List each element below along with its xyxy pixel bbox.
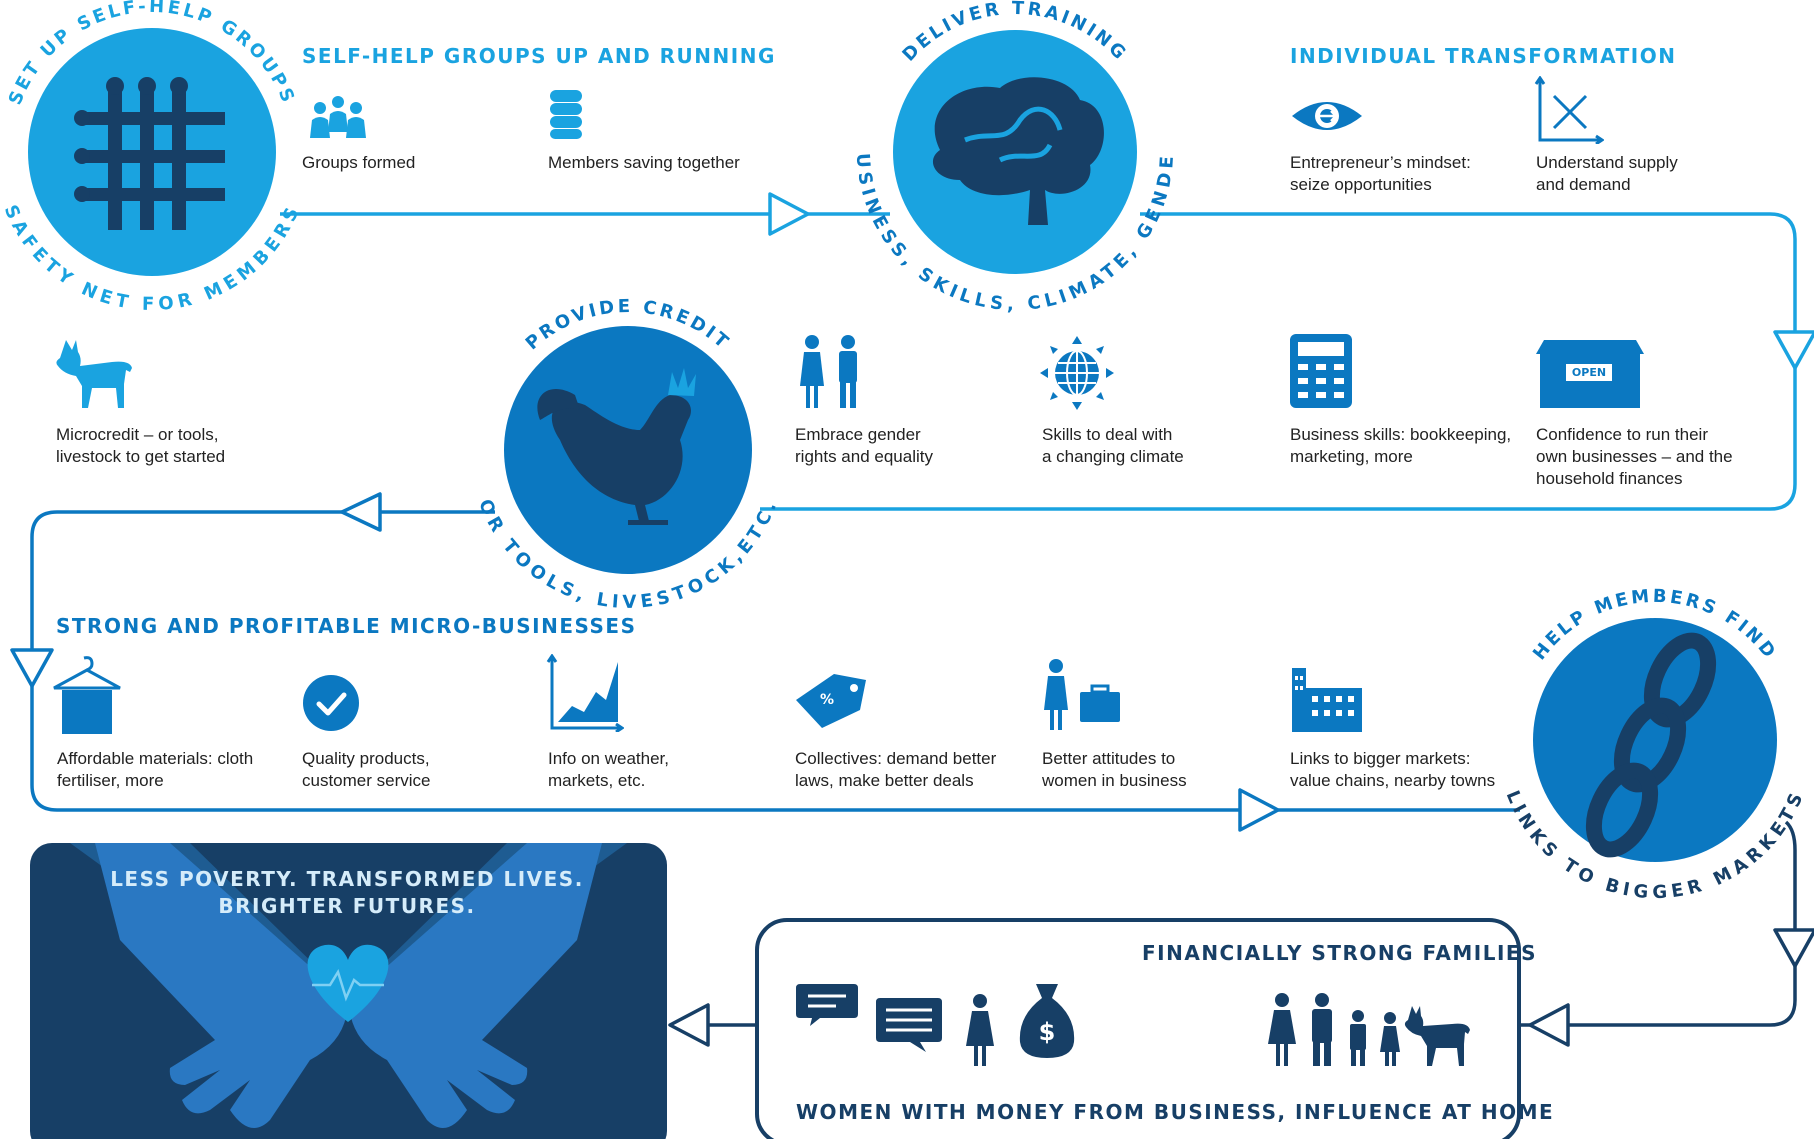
globe-icon	[1040, 336, 1114, 410]
check-badge-icon	[303, 675, 359, 731]
row2-item-4-text: Business skills: bookkeeping, marketing,…	[1290, 425, 1512, 466]
grid-hands-icon	[74, 77, 225, 230]
rooster-icon	[537, 368, 696, 525]
individual-item-2-text: Understand supply and demand	[1536, 153, 1678, 194]
price-tag-icon: %	[794, 672, 868, 728]
row2-item-5-text: Confidence to run their own businesses –…	[1536, 425, 1733, 488]
flow-arrow-right-2	[1238, 788, 1280, 832]
row2-item-2-text: Embrace gender rights and equality	[795, 425, 933, 466]
self-help-circle: SET UP SELF-HELP GROUPS SAFETY NET FOR M…	[0, 0, 301, 315]
tag-percent-text: %	[820, 692, 835, 708]
supply-demand-icon	[1534, 76, 1604, 144]
area-chart-icon	[546, 654, 624, 732]
woman-icon	[966, 994, 994, 1066]
groups-item-1-text: Groups formed	[302, 153, 416, 172]
outcome-title-line-1: LESS POVERTY. TRANSFORMED LIVES.	[110, 867, 584, 891]
eye-icon	[1292, 102, 1362, 130]
micro-item-1-text: Affordable materials: cloth fertiliser, …	[57, 749, 254, 790]
brain-icon	[932, 77, 1104, 226]
chain-icon	[1585, 632, 1717, 858]
row2-item-3-text: Skills to deal with a changing climate	[1042, 425, 1184, 466]
individual-item-1-text: Entrepreneur’s mindset: seize opportunit…	[1290, 153, 1471, 194]
flow-arrow-left-2	[1528, 1003, 1570, 1047]
money-symbol-text: $	[1038, 1018, 1056, 1046]
outcome-title: LESS POVERTY. TRANSFORMED LIVES. BRIGHTE…	[32, 866, 662, 920]
outcome-title-line-2: BRIGHTER FUTURES.	[218, 894, 476, 918]
micro-item-5-text: Better attitudes to women in business	[1042, 749, 1187, 790]
groups-item-2-text: Members saving together	[548, 153, 740, 172]
money-bag-icon: $	[1018, 982, 1076, 1058]
families-heading: FINANCIALLY STRONG FAMILIES	[1142, 941, 1537, 965]
flow-arrow-down-3	[1773, 928, 1814, 968]
individual-heading: INDIVIDUAL TRANSFORMATION	[1290, 44, 1677, 68]
row2-item-1-text: Microcredit – or tools, livestock to get…	[56, 425, 226, 466]
coin-stack-icon	[550, 90, 582, 139]
micro-item-6-text: Links to bigger markets: value chains, n…	[1290, 749, 1496, 790]
flow-line-4	[1520, 820, 1797, 1027]
family-icon	[1268, 993, 1470, 1066]
woman-briefcase-icon	[1044, 659, 1120, 730]
woman-man-icon	[800, 335, 857, 408]
flow-arrow-down-2	[10, 648, 54, 688]
calculator-icon	[1290, 334, 1352, 408]
micro-heading: STRONG AND PROFITABLE MICRO-BUSINESSES	[56, 614, 637, 638]
micro-item-4-text: Collectives: demand better laws, make be…	[795, 749, 997, 790]
credit-circle: PROVIDE CREDIT OR TOOLS, LIVESTOCK,ETC.	[474, 296, 779, 613]
message-icon	[876, 998, 942, 1052]
flow-arrow-right-1	[768, 192, 810, 236]
flow-arrow-left-3	[668, 1003, 710, 1047]
families-footer: WOMEN WITH MONEY FROM BUSINESS, INFLUENC…	[796, 1100, 1555, 1124]
open-shop-icon: OPEN	[1536, 340, 1644, 408]
people-group-icon	[310, 96, 366, 138]
goat-icon	[56, 340, 132, 408]
flow-arrow-down-1	[1773, 330, 1814, 370]
hands-heart-icon	[70, 843, 627, 1128]
factory-icon	[1292, 668, 1362, 732]
micro-item-2-text: Quality products, customer service	[302, 749, 431, 790]
families-box	[755, 918, 1521, 1139]
flow-arrow-left-1	[340, 492, 382, 532]
micro-item-3-text: Info on weather, markets, etc.	[548, 749, 669, 790]
speech-bubble-icon	[796, 984, 858, 1026]
open-sign-text: OPEN	[1566, 364, 1612, 381]
markets-circle: HELP MEMBERS FIND LINKS TO BIGGER MARKET…	[1502, 586, 1806, 904]
groups-heading: SELF-HELP GROUPS UP AND RUNNING	[302, 44, 776, 68]
cloth-hanger-icon	[53, 656, 121, 734]
